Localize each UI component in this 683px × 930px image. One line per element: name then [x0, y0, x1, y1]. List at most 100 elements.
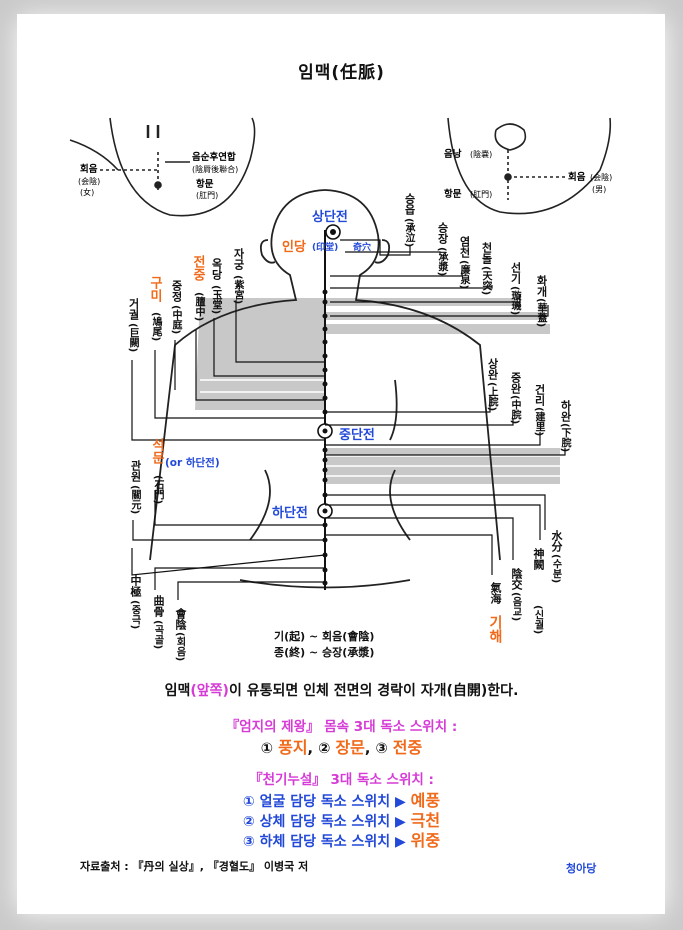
female-perineum-sketch [69, 117, 256, 217]
caption-line-1-a: 임맥 [164, 683, 191, 699]
lower-dantian-marker [317, 503, 333, 519]
left-point-jagung-hanja: (紫宮) [232, 275, 243, 305]
legend-start: 기(起) ~ 회음(會陰) [274, 630, 375, 643]
right-point-cheondol-hanja: (天突) [480, 266, 491, 296]
right-point-seungjang-hanja: (承漿) [436, 247, 447, 277]
right-point-seongi: 선기 [509, 262, 522, 284]
left-point-geogwol-hanja: (巨闕) [127, 323, 138, 353]
left-point-junggeuk-hanja: (중극) [129, 600, 140, 630]
right-point-geonri-hanja: (建里) [533, 407, 544, 437]
right-point-sangwan-hanja: (上脘) [486, 382, 497, 412]
right-point-subun-hanja: (수분) [550, 554, 561, 584]
caption-line-3-d: 장문 [335, 738, 365, 757]
caption-line-7: ③ 하체 담당 독소 스위치 ▶ 위중 [0, 827, 683, 851]
caption-line-2: 『엄지의 제왕』 몸속 3대 독소 스위치 : [225, 719, 458, 735]
left-point-gokgol: 曲骨 [152, 595, 165, 617]
left-point-jungjeong: 중정 [170, 280, 183, 302]
caption-line-3-b: 풍지 [278, 738, 308, 757]
page-title: 임맥(任脈) [298, 63, 385, 83]
left-point-seokmun: 석문 [149, 438, 164, 464]
left-point-okdang: 옥당 [210, 258, 223, 280]
left-point-jagung: 자궁 [232, 248, 245, 270]
tr-label-eumnang-hanja: (陰嚢) [470, 149, 492, 159]
chest-band-lines [200, 379, 560, 477]
tl-label-hoeeum-hanja: (会陰) [78, 176, 100, 186]
right-point-yeomcheon-hanja: (廉泉) [458, 260, 469, 290]
caption-line-1-b: (앞쪽) [190, 683, 229, 699]
label-gihyeol: 奇穴 [353, 243, 372, 253]
tr-label-hoeeum-hanja: (会陰) [590, 172, 612, 182]
left-point-okdang-hanja: (玉堂) [210, 285, 221, 315]
right-point-singwol: 神闕 [532, 548, 545, 570]
label-indang-hanja: (印堂) [312, 243, 339, 253]
male-perineum-sketch [447, 117, 612, 215]
caption-line-3-f: 전중 [392, 738, 423, 757]
tr-label-hangmun: 항문 [444, 188, 462, 200]
caption-line-6-b: 극천 [410, 811, 441, 830]
right-point-gihae: 氣海 [489, 582, 502, 604]
label-jungdanjeon: 중단전 [339, 428, 375, 443]
caption-line-3: ① 풍지, ② 장문, ③ 전중 [0, 734, 683, 758]
caption-line-3-a: ① [260, 741, 279, 757]
tr-label-hangmun-hanja: (肛門) [470, 190, 492, 199]
left-point-geogwol: 거궐 [127, 298, 140, 320]
right-point-hawan-hanja: (下脘) [559, 423, 570, 453]
right-point-sangwan: 상완 [486, 358, 499, 380]
right-point-hawan: 하완 [559, 400, 572, 422]
upper-dantian-marker [325, 224, 341, 240]
label-sangdanjeon: 상단전 [312, 210, 348, 225]
body-outline [149, 189, 501, 589]
left-point-hoeeum-hanja: (회음) [174, 632, 185, 662]
caption-line-5: ① 얼굴 담당 독소 스위치 ▶ 예풍 [0, 787, 683, 811]
caption-line-3-c: , ② [307, 741, 336, 757]
left-point-seokmun-hanja: (石門) [152, 475, 163, 505]
left-point-gokgol-hanja: (곡골) [152, 620, 163, 650]
right-point-subun: 水分 [550, 530, 563, 552]
right-point-yeomcheon: 염천 [458, 236, 471, 258]
right-leader-lines [325, 239, 566, 575]
left-point-junggeuk: 中極 [129, 575, 142, 597]
left-point-gumi-hanja: (鳩尾) [150, 312, 161, 342]
caption-line-4: 『천기누설』 3대 독소 스위치 : [249, 772, 434, 788]
caption-line-5-a: ① 얼굴 담당 독소 스위치 ▶ [242, 794, 411, 810]
middle-dantian-marker [317, 423, 333, 439]
right-point-hwagae: 화개 [535, 275, 548, 297]
left-point-jeonjung-hanja: (膻中) [193, 292, 204, 322]
right-point-hwagae-hanja: (華蓋) [535, 298, 546, 328]
left-point-hoeeum: 會陰 [174, 608, 187, 630]
right-point-seungeup-hanja: (承泣) [403, 218, 414, 248]
meridian-points [322, 289, 328, 586]
left-point-gumi: 구미 [147, 276, 162, 302]
caption-line-6: ② 상체 담당 독소 스위치 ▶ 극천 [0, 807, 683, 831]
tr-label-eumnang: 음낭 [444, 148, 462, 160]
right-point-singwol-hanja: (신궐) [532, 605, 543, 635]
left-point-jungjeong-hanja: (中庭) [170, 305, 181, 335]
author-credit: 청아당 [566, 862, 597, 875]
right-point-eumgyo: 陰交 [510, 568, 523, 590]
caption-line-3-e: , ③ [364, 741, 393, 757]
caption-line-7-b: 위중 [410, 831, 441, 850]
right-point-jungwan-hanja: (中脘) [509, 395, 520, 425]
right-point-cheondol: 천돌 [480, 242, 493, 264]
right-point-seongi-hanja: (璇璣) [509, 286, 520, 316]
tl-label-hangmun-hanja: (肛門) [196, 191, 218, 200]
caption-line-7-a: ③ 하체 담당 독소 스위치 ▶ [242, 834, 411, 850]
tl-label-eumsun-hanja: (陰脣後聯合) [192, 164, 238, 174]
meridian-diagram: 회음 (会陰) (女) 음순후연합 (陰脣後聯合) 항문 (肛門) 음낭 (陰嚢… [69, 117, 612, 600]
tr-label-hoeeum: 회음 [568, 171, 586, 183]
source-credit: 자료출처 : 『丹의 실상』, 『경혈도』 이병국 저 [80, 860, 309, 873]
tr-label-male: (男) [592, 185, 606, 194]
caption-line-5-b: 예풍 [410, 791, 441, 810]
right-point-eumgyo-hanja: (음교) [510, 592, 521, 622]
caption-line-6-a: ② 상체 담당 독소 스위치 ▶ [242, 814, 411, 830]
label-or-hadanjeon: (or 하단전) [165, 457, 220, 469]
right-point-gihae-hangul: 기해 [487, 615, 503, 643]
caption-line-1-c: 이 유통되면 인체 전면의 경락이 자개(自開)한다. [228, 683, 519, 699]
right-point-geonri: 건리 [533, 384, 546, 406]
tl-label-hangmun: 항문 [196, 178, 214, 190]
right-point-seungjang: 승장 [436, 222, 449, 244]
left-leader-lines [131, 300, 326, 600]
tl-label-hoeeum: 회음 [80, 163, 98, 175]
left-point-gwanwon-hanja: (關元) [129, 485, 140, 515]
tl-label-eumsun: 음순후연합 [192, 151, 236, 163]
